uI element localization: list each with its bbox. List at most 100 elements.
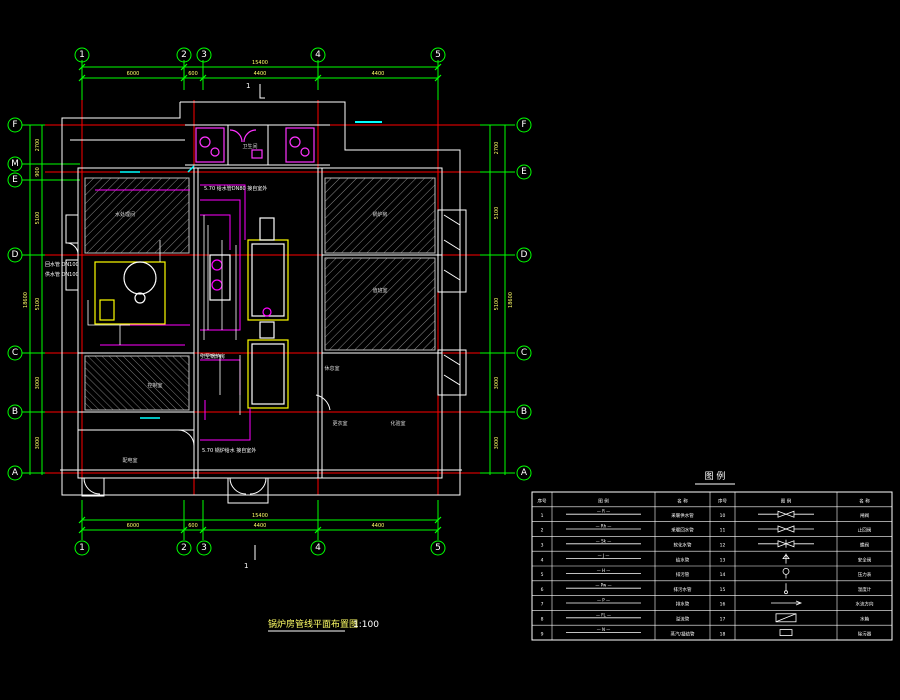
dim-left-total: 18600	[23, 292, 29, 308]
axis-label-F: F	[12, 120, 17, 130]
legend-symbol-code: — R —	[597, 509, 610, 514]
legend-name: 蒸汽/凝结管	[670, 630, 695, 637]
dim-bottom-seg: 600	[188, 523, 198, 529]
legend-gate-valve-icon	[758, 510, 814, 518]
legend-no: 17	[720, 616, 726, 622]
legend-no: 2	[541, 528, 544, 534]
dim-top-seg: 600	[188, 71, 198, 77]
axis-label-1-bottom: 1	[79, 543, 85, 553]
legend-name: 安全阀	[858, 556, 872, 563]
axis-label-3: 3	[201, 50, 207, 60]
legend-name: 软化水管	[674, 541, 692, 548]
dim-bottom-seg: 4400	[254, 523, 267, 529]
doors-windows	[65, 209, 467, 504]
room-label: 化验室	[390, 420, 405, 427]
legend-filter-icon	[779, 629, 793, 636]
pipelines-white	[87, 215, 241, 415]
legend-name: 水箱	[860, 615, 869, 622]
legend-no: 13	[720, 557, 726, 563]
legend-check-valve-icon	[758, 525, 814, 533]
pipe-note-left1: 回水管 DN100	[45, 261, 79, 268]
legend-symbol-code: — N —	[597, 627, 611, 632]
dim-right-total: 18600	[508, 292, 514, 308]
legend-name: 温度计	[858, 586, 872, 593]
legend-no: 18	[720, 631, 726, 637]
dim-top-total: 15400	[252, 60, 268, 66]
legend-name: 除污器	[858, 630, 872, 637]
pipe-note-upper: 5.70 给水管DN80 接自室外	[204, 185, 267, 192]
legend-thermometer-icon	[784, 583, 788, 595]
room-label: 更衣室	[332, 420, 347, 427]
legend-symbol-code: — J —	[598, 553, 610, 558]
toilet-fixtures	[195, 127, 315, 163]
legend-name: 给水管	[676, 556, 690, 563]
dim-right-seg: 3000	[494, 437, 500, 450]
legend-no: 5	[541, 572, 544, 578]
axis-label-4-bottom: 4	[315, 543, 321, 553]
room-label: 值班室	[372, 287, 387, 294]
legend-symbol-code: — H —	[597, 568, 611, 573]
axis-label-E-right: E	[521, 167, 527, 177]
legend-no: 16	[720, 602, 726, 608]
room-label: 卫生间	[242, 143, 257, 150]
dim-left-seg: 3000	[35, 377, 41, 390]
legend-name: 止回阀	[858, 527, 872, 534]
axis-label-D: D	[12, 250, 19, 260]
legend-name: 排污水管	[674, 586, 692, 593]
dim-right-seg: 5100	[494, 207, 500, 220]
axis-label-C-right: C	[521, 348, 527, 358]
legend-no: 4	[541, 557, 544, 563]
dim-left-seg: 3000	[35, 437, 41, 450]
legend-flow-arrow-icon	[771, 600, 803, 606]
pipe-note-left2: 供水管 DN100	[45, 271, 79, 278]
section-mark-bottom: 1	[244, 562, 248, 570]
room-label: 控制室	[147, 382, 162, 389]
legend-name: 溢流管	[676, 615, 690, 622]
room-label: 锅炉房	[372, 211, 387, 218]
axis-label-B-right: B	[521, 407, 527, 417]
section-mark-top: 1	[246, 82, 250, 90]
legend-no: 11	[720, 528, 726, 534]
dim-left-seg: 2700	[35, 139, 41, 152]
legend-no: 7	[541, 602, 544, 608]
axis-label-A-right: A	[521, 468, 528, 478]
legend-header: 图 例	[781, 497, 792, 504]
axis-label-M: M	[11, 159, 19, 169]
dim-right-seg: 3000	[494, 377, 500, 390]
dim-right-seg: 5100	[494, 298, 500, 311]
legend-symbol-code: — FL —	[596, 612, 611, 617]
legend-no: 8	[541, 616, 544, 622]
axis-label-E: E	[12, 175, 18, 185]
axis-bubbles	[7, 47, 532, 556]
legend-name: 采暖回水管	[671, 527, 694, 534]
legend-no: 15	[720, 587, 726, 593]
legend-header: 图 例	[598, 497, 609, 504]
dim-bottom-seg: 4400	[372, 523, 385, 529]
room-label: 配电室	[122, 457, 137, 464]
axis-label-A: A	[12, 468, 19, 478]
legend-name: 采暖供水管	[671, 512, 694, 519]
legend-name: 排污管	[676, 571, 690, 578]
dimension-ticks	[78, 63, 442, 534]
section-mark-lines	[254, 84, 265, 560]
legend-name: 压力表	[858, 571, 872, 578]
legend-header: 名 称	[859, 497, 870, 504]
dim-bottom-seg: 6000	[127, 523, 140, 529]
legend-no: 14	[720, 572, 726, 578]
pipe-note-mid: 引至锅炉房	[200, 353, 225, 360]
axis-label-5: 5	[435, 50, 441, 60]
legend-header: 序号	[538, 497, 547, 504]
dim-top-seg: 6000	[127, 71, 140, 77]
legend-no: 9	[541, 631, 544, 637]
legend-symbol-code: — P —	[597, 598, 610, 603]
axis-label-3-bottom: 3	[201, 543, 207, 553]
axis-label-2: 2	[181, 50, 187, 60]
dim-top-seg: 4400	[372, 71, 385, 77]
legend-no: 3	[541, 542, 544, 548]
axis-label-C: C	[12, 348, 18, 358]
axis-label-F-right: F	[521, 120, 526, 130]
legend-no: 1	[541, 513, 544, 519]
room-labels: 水处理间 锅炉房 值班室 控制室 配电室 卫生间 化验室 更衣室 休息室	[115, 143, 406, 464]
